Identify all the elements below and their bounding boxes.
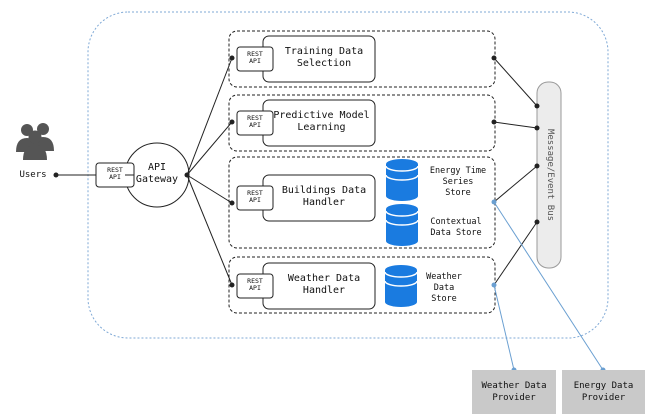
provider-links <box>493 201 604 371</box>
training-rest-label: REST API <box>247 50 263 66</box>
predictive-rest-tab <box>236 110 274 136</box>
weather-provider-label: Weather Data Provider <box>481 381 547 403</box>
message-bus-label: Message/Event Bus <box>545 128 555 222</box>
contextual-store-label: Contextual Data Store <box>430 217 482 239</box>
buildings-group <box>228 156 496 249</box>
energy-store-label: Energy Time Series Store <box>429 166 487 199</box>
db-energy-icon <box>385 159 419 201</box>
db-weather-icon <box>384 265 418 307</box>
buildings-rest-label: REST API <box>247 189 263 205</box>
training-service-label: Training Data Selection <box>284 46 364 69</box>
db-contextual-icon <box>385 204 419 246</box>
energy-provider-box <box>562 370 645 414</box>
weather-rest-label: REST API <box>247 277 263 293</box>
users-icon <box>16 123 54 160</box>
weather-store-label: Weather Data Store <box>426 272 462 305</box>
training-rest-tab <box>236 46 274 72</box>
message-bus <box>536 81 562 269</box>
energy-provider-label: Energy Data Provider <box>573 381 634 403</box>
users-label: Users <box>19 170 47 180</box>
gateway-label: API Gateway <box>135 162 179 185</box>
gateway-rest-label: REST API <box>107 166 123 182</box>
weather-provider-box <box>472 370 556 414</box>
predictive-rest-label: REST API <box>247 114 263 130</box>
predictive-service-label: Predictive Model Learning <box>273 110 370 133</box>
buildings-service-label: Buildings Data Handler <box>281 185 367 208</box>
weather-service-label: Weather Data Handler <box>287 273 361 296</box>
bus-links <box>493 57 538 286</box>
buildings-rest-tab <box>236 185 274 211</box>
weather-rest-tab <box>236 273 274 299</box>
gateway-links <box>186 57 233 286</box>
